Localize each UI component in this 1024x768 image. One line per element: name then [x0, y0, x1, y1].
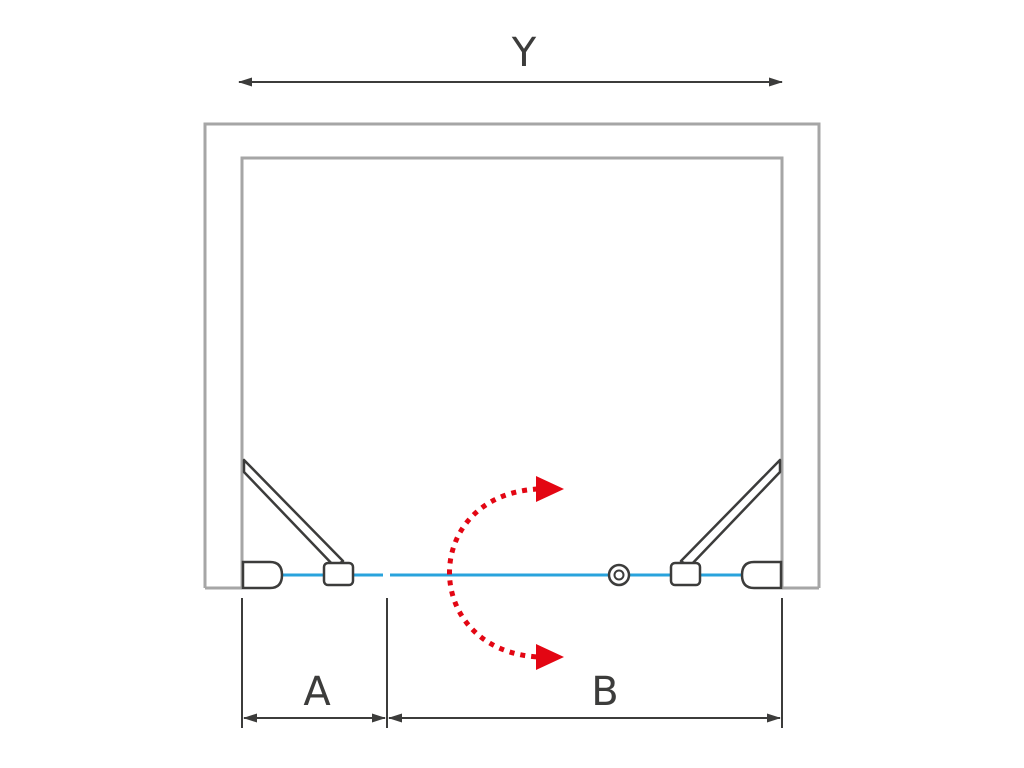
- right-panel-clamp-icon: [669, 561, 702, 587]
- inner-wall-outline: [240, 156, 784, 588]
- door-handle-icon: [607, 563, 631, 587]
- swing-arrow-in-icon: [536, 644, 564, 670]
- swing-arc-path: [447, 486, 539, 660]
- door-swing-indicator: [447, 476, 564, 670]
- dimension-b-label: B: [591, 669, 618, 715]
- dimension-a-label: A: [303, 669, 331, 715]
- dimension-y: Y: [238, 30, 783, 87]
- right-wall-profile-icon: [740, 560, 783, 590]
- left-hardware: [241, 458, 355, 590]
- left-wall-profile-icon: [241, 560, 284, 590]
- dimension-y-label: Y: [511, 30, 537, 76]
- left-stabilizer-bar-icon: [242, 458, 345, 569]
- outer-wall-outline: [203, 122, 821, 588]
- right-stabilizer-bar-icon: [679, 458, 782, 569]
- swing-arrow-out-icon: [536, 476, 564, 502]
- bottom-dimensions: A B: [241, 598, 783, 728]
- door-handle-inner: [613, 569, 625, 581]
- left-panel-clamp-icon: [322, 561, 355, 587]
- right-hardware: [669, 458, 783, 590]
- enclosure-walls: [203, 122, 821, 590]
